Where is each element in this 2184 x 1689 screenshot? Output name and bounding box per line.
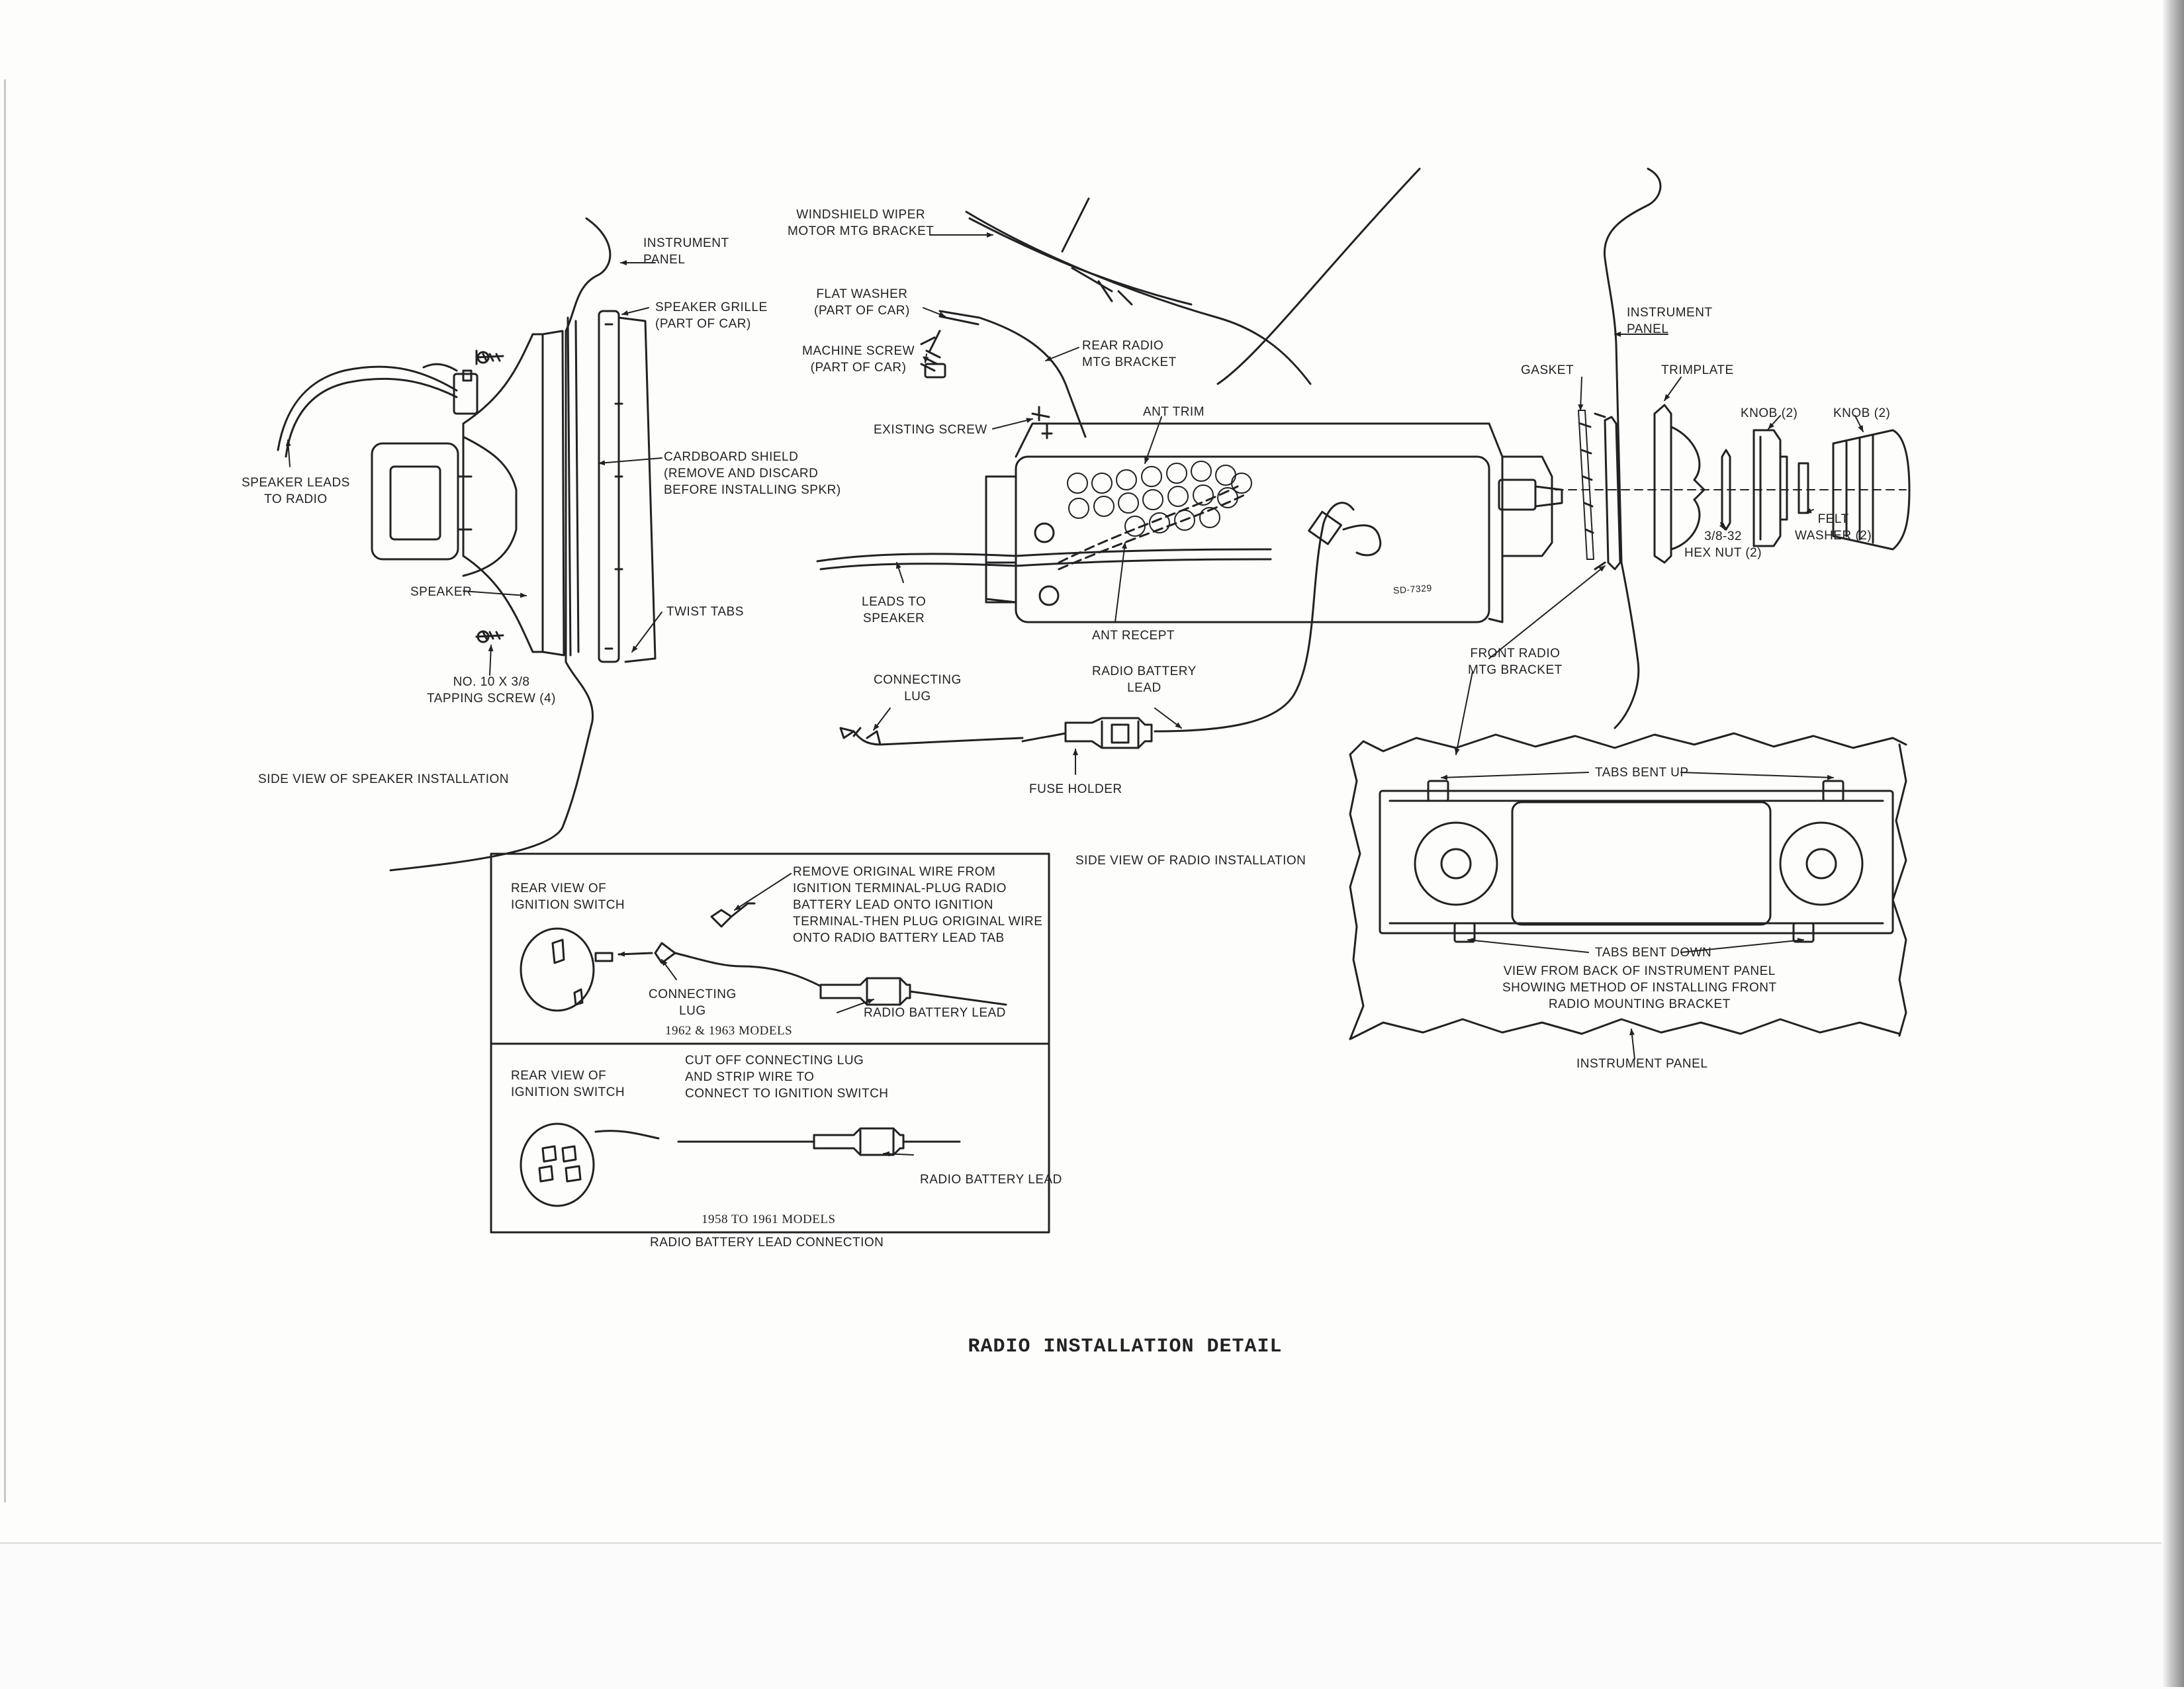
label-ant-trim: ANT TRIM bbox=[1143, 405, 1205, 419]
caption-ignition-inset: RADIO BATTERY LEAD CONNECTION bbox=[650, 1236, 884, 1250]
label-inset-top-rear-view: REAR VIEW OF IGNITION SWITCH bbox=[511, 882, 625, 912]
label-inset-connecting-lug: CONNECTING LUG bbox=[649, 987, 737, 1018]
label-inset-top-battery-lead: RADIO BATTERY LEAD bbox=[864, 1006, 1006, 1020]
label-inset-bottom-models: 1958 TO 1961 MODELS bbox=[702, 1212, 836, 1226]
label-ant-recept: ANT RECEPT bbox=[1092, 629, 1175, 643]
mounting-bracket-plate bbox=[1379, 790, 1894, 935]
caption-speaker-view: SIDE VIEW OF SPEAKER INSTALLATION bbox=[258, 772, 509, 786]
panel-break-bottom bbox=[1349, 1018, 1901, 1040]
hex-nut bbox=[1721, 449, 1731, 531]
label-flat-washer: FLAT WASHER (PART OF CAR) bbox=[814, 287, 910, 318]
label-tapping-screw: NO. 10 X 3/8 TAPPING SCREW (4) bbox=[427, 675, 556, 706]
label-fuse-holder: FUSE HOLDER bbox=[1029, 782, 1122, 796]
speaker-leads bbox=[277, 365, 458, 458]
caption-bracket-view: VIEW FROM BACK OF INSTRUMENT PANEL SHOWI… bbox=[1502, 964, 1777, 1011]
label-speaker-grille: SPEAKER GRILLE (PART OF CAR) bbox=[655, 300, 768, 331]
ant-trim-circles bbox=[1067, 461, 1252, 537]
bracket-left-hole-inner bbox=[1440, 848, 1472, 880]
fuse-holder-top bbox=[819, 977, 911, 1006]
label-twist-tabs: TWIST TABS bbox=[666, 605, 744, 619]
speaker-frame bbox=[541, 330, 565, 657]
bracket-left-hole-outer bbox=[1414, 821, 1498, 906]
felt-washer bbox=[1797, 462, 1809, 514]
label-connecting-lug: CONNECTING LUG bbox=[874, 673, 962, 704]
label-cardboard-shield: CARDBOARD SHIELD (REMOVE AND DISCARD BEF… bbox=[664, 450, 841, 497]
label-tabs-bent-up: TABS BENT UP bbox=[1595, 766, 1689, 780]
speaker-magnet bbox=[371, 442, 459, 561]
label-wiper-bracket: WINDSHIELD WIPER MOTOR MTG BRACKET bbox=[788, 208, 934, 238]
speaker-panel-outline bbox=[389, 217, 612, 872]
label-trimplate: TRIMPLATE bbox=[1661, 363, 1734, 377]
scan-right-shadow bbox=[2161, 0, 2184, 1687]
leader-arrows bbox=[285, 232, 1864, 1157]
label-part-number: SD-7329 bbox=[1392, 582, 1433, 596]
tapping-screw-bottom bbox=[475, 631, 504, 640]
label-gasket: GASKET bbox=[1521, 363, 1574, 377]
label-inset-top-instructions: REMOVE ORIGINAL WIRE FROM IGNITION TERMI… bbox=[793, 865, 1043, 945]
label-radio-instrument-panel: INSTRUMENT PANEL bbox=[1627, 306, 1713, 336]
ignition-switch-bottom bbox=[520, 1122, 595, 1207]
trimplate bbox=[1653, 404, 1701, 564]
label-bracket-instrument-panel: INSTRUMENT PANEL bbox=[1576, 1057, 1708, 1071]
knob-large bbox=[1832, 429, 1911, 551]
label-rear-bracket: REAR RADIO MTG BRACKET bbox=[1082, 339, 1177, 369]
leads-to-speaker bbox=[816, 548, 1272, 571]
speaker-drawing bbox=[277, 217, 657, 872]
label-inset-bottom-battery-lead: RADIO BATTERY LEAD bbox=[920, 1173, 1062, 1187]
ignition-inset-drawing bbox=[490, 852, 1050, 1234]
tab-up-right bbox=[1822, 780, 1844, 802]
bracket-right-hole-outer bbox=[1779, 821, 1864, 906]
bracket-right-hole-inner bbox=[1805, 848, 1837, 880]
label-inset-bottom-instructions: CUT OFF CONNECTING LUG AND STRIP WIRE TO… bbox=[685, 1054, 889, 1101]
label-leads-to-speaker: LEADS TO SPEAKER bbox=[862, 595, 927, 625]
label-inset-top-models: 1962 & 1963 MODELS bbox=[665, 1024, 793, 1038]
label-speaker: SPEAKER bbox=[410, 585, 473, 599]
label-speaker-leads: SPEAKER LEADS TO RADIO bbox=[242, 476, 350, 506]
knob-small bbox=[1752, 429, 1788, 547]
scan-bottom-margin bbox=[0, 1542, 2184, 1689]
label-tabs-bent-down: TABS BENT DOWN bbox=[1595, 946, 1712, 960]
cardboard-shield bbox=[567, 316, 572, 657]
bracket-view-drawing bbox=[1349, 732, 1907, 1040]
tab-up-left bbox=[1427, 780, 1449, 802]
page-title: RADIO INSTALLATION DETAIL bbox=[968, 1336, 1283, 1358]
tapping-screw-top bbox=[475, 349, 504, 365]
label-speaker-instrument-panel: INSTRUMENT PANEL bbox=[643, 236, 729, 267]
radio-instrument-panel bbox=[1603, 167, 1662, 729]
caption-radio-view: SIDE VIEW OF RADIO INSTALLATION bbox=[1075, 854, 1306, 868]
panel-break-top bbox=[1349, 732, 1907, 756]
bracket-window bbox=[1511, 801, 1772, 926]
scan-left-edge bbox=[4, 79, 6, 1502]
label-front-bracket: FRONT RADIO MTG BRACKET bbox=[1468, 647, 1563, 677]
label-hex-nut: 3/8-32 HEX NUT (2) bbox=[1684, 529, 1762, 560]
fuse-holder-bottom bbox=[813, 1127, 905, 1156]
label-knob-small: KNOB (2) bbox=[1741, 406, 1798, 420]
machine-screw bbox=[920, 330, 941, 372]
ignition-switch-top bbox=[520, 927, 595, 1012]
antenna-cable bbox=[1058, 485, 1246, 571]
existing-screw bbox=[1031, 406, 1053, 439]
gasket bbox=[1578, 410, 1594, 560]
label-existing-screw: EXISTING SCREW bbox=[874, 423, 987, 437]
label-machine-screw: MACHINE SCREW (PART OF CAR) bbox=[802, 344, 915, 375]
tab-down-left bbox=[1453, 922, 1476, 943]
speaker-grille bbox=[598, 310, 620, 663]
radio-battery-lead-cable bbox=[1154, 502, 1355, 733]
label-felt-washer: FELT WASHER (2) bbox=[1795, 512, 1872, 543]
label-radio-battery-lead: RADIO BATTERY LEAD bbox=[1092, 664, 1197, 695]
label-inset-bottom-rear-view: REAR VIEW OF IGNITION SWITCH bbox=[511, 1069, 625, 1099]
front-radio-bracket bbox=[1604, 416, 1621, 571]
label-knob-large: KNOB (2) bbox=[1833, 406, 1891, 420]
fuse-holder bbox=[1021, 717, 1153, 749]
rear-radio-bracket bbox=[938, 310, 1087, 438]
radio-drawing bbox=[816, 167, 1911, 749]
wiper-bracket bbox=[965, 210, 1312, 385]
